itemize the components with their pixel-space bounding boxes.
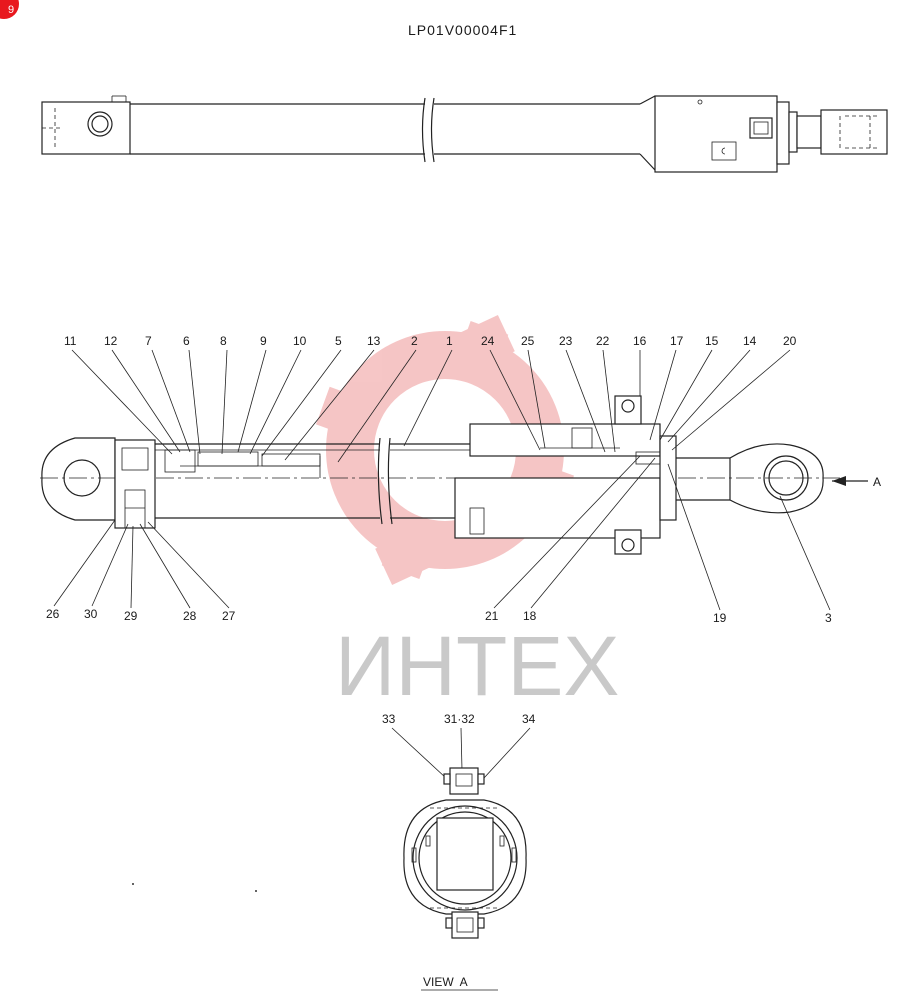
callout-label: 16 bbox=[633, 334, 647, 348]
callouts-bottom: 26 30 29 28 27 21 18 19 3 bbox=[46, 607, 832, 625]
callout-label: 23 bbox=[559, 334, 573, 348]
callout-label: 31·32 bbox=[444, 712, 475, 726]
view-arrow-label: A bbox=[873, 475, 881, 489]
callout-label: 21 bbox=[485, 609, 499, 623]
callout-label: 10 bbox=[293, 334, 307, 348]
callout-label: 18 bbox=[523, 609, 537, 623]
callout-label: 7 bbox=[145, 334, 152, 348]
callout-label: 19 bbox=[713, 611, 727, 625]
callout-label: 20 bbox=[783, 334, 797, 348]
callout-label: 34 bbox=[522, 712, 536, 726]
callout-label: 11 bbox=[64, 334, 77, 348]
callout-label: 15 bbox=[705, 334, 719, 348]
callout-label: 27 bbox=[222, 609, 236, 623]
callout-label: 3 bbox=[825, 611, 832, 625]
callout-label: 24 bbox=[481, 334, 495, 348]
callout-label: 25 bbox=[521, 334, 535, 348]
callout-label: 28 bbox=[183, 609, 197, 623]
callouts-top: 11 12 7 6 8 9 10 5 13 2 1 24 25 23 22 16… bbox=[64, 334, 797, 348]
callout-label: 6 bbox=[183, 334, 190, 348]
leader-lines-bottom bbox=[53, 455, 831, 611]
view-a-detail: 33 31·32 34 VIEW A bbox=[382, 712, 536, 991]
corner-badge: 9 bbox=[0, 0, 19, 19]
callout-label: 30 bbox=[84, 607, 98, 621]
callout-label: 2 bbox=[411, 334, 418, 348]
view-caption: VIEW A bbox=[423, 975, 468, 989]
callout-label: 29 bbox=[124, 609, 138, 623]
callout-label: 14 bbox=[743, 334, 757, 348]
cylinder-exterior-view bbox=[41, 95, 888, 173]
callout-label: 26 bbox=[46, 607, 60, 621]
callout-label: 33 bbox=[382, 712, 396, 726]
corner-badge-text: 9 bbox=[8, 4, 14, 16]
watermark-text: ИНТЕХ bbox=[335, 619, 619, 713]
callout-label: 8 bbox=[220, 334, 227, 348]
cylinder-section-view: A bbox=[40, 395, 881, 555]
drawing-code: LP01V00004F1 bbox=[408, 22, 517, 38]
callout-label: 12 bbox=[104, 334, 118, 348]
callout-label: 1 bbox=[446, 334, 453, 348]
leader-lines-top bbox=[71, 349, 791, 463]
callout-label: 22 bbox=[596, 334, 610, 348]
callout-label: 9 bbox=[260, 334, 267, 348]
callout-label: 17 bbox=[670, 334, 684, 348]
callout-label: 13 bbox=[367, 334, 381, 348]
callout-label: 5 bbox=[335, 334, 342, 348]
